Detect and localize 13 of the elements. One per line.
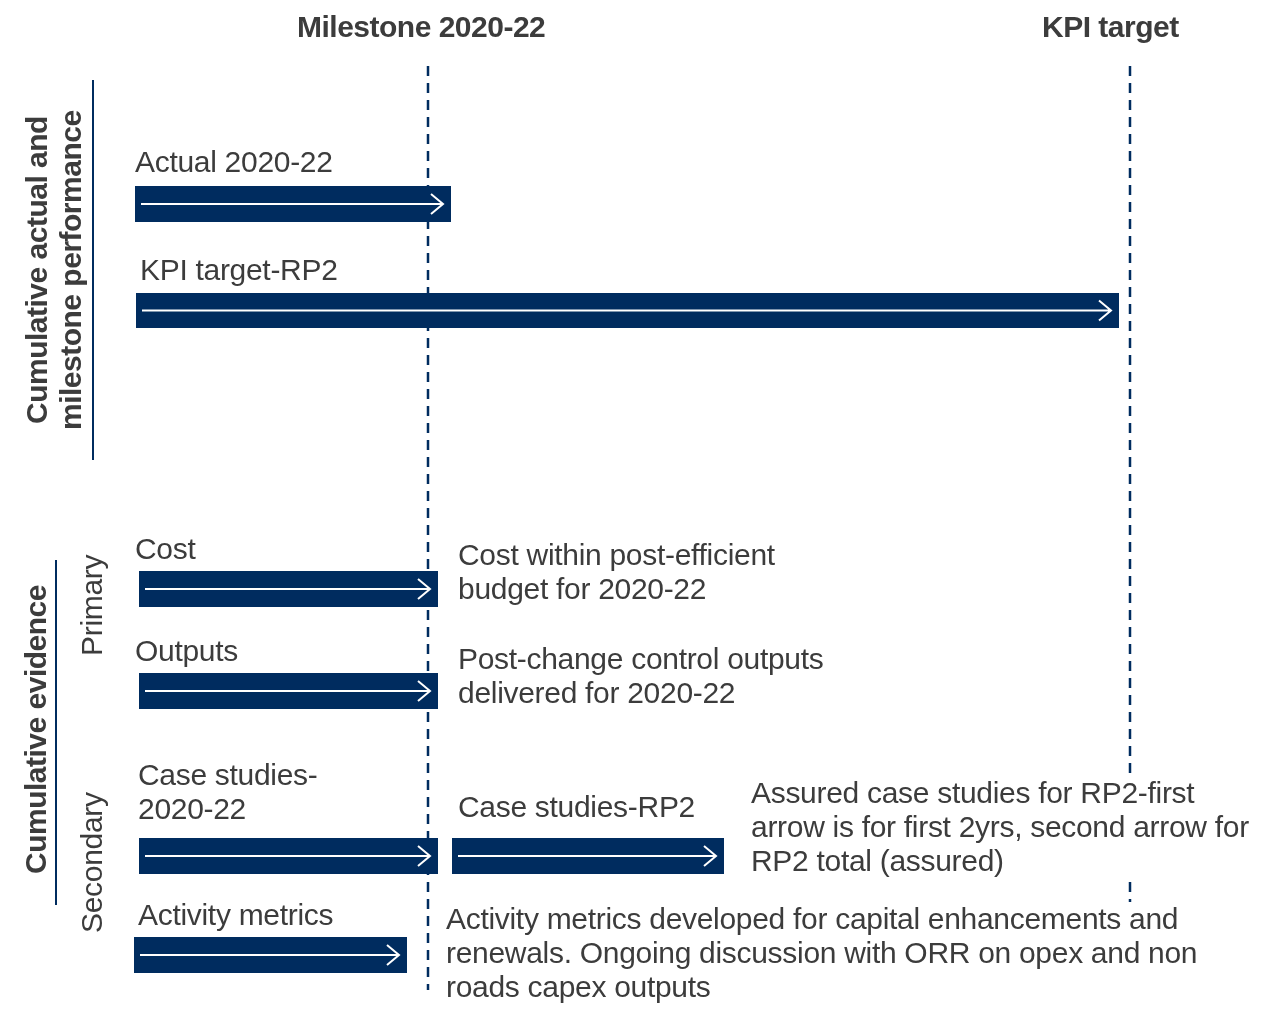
bar-label: Actual 2020-22 xyxy=(135,145,334,179)
row-group-label: Secondary xyxy=(74,791,109,935)
bar-label: Activity metrics xyxy=(138,898,335,932)
bar-label: Outputs xyxy=(135,634,239,668)
bar-label: Case studies-RP2 xyxy=(458,790,696,824)
bar-label: KPI target-RP2 xyxy=(140,253,339,287)
column-heading: Milestone 2020-22 xyxy=(297,10,546,44)
axis-title: Cumulative actual and milestone performance xyxy=(19,109,88,432)
column-heading: KPI target xyxy=(1042,10,1179,44)
bar-label: Cost xyxy=(135,532,197,566)
axis-title: Cumulative evidence xyxy=(18,584,53,877)
bar-label: Case studies- 2020-22 xyxy=(138,758,319,826)
row-group-label: Primary xyxy=(74,553,109,658)
